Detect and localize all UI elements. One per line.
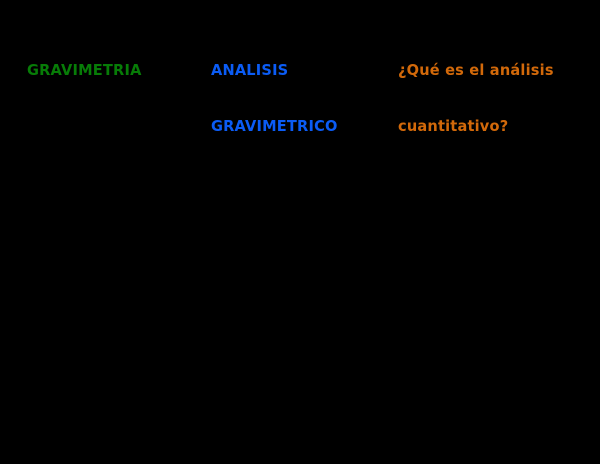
- heading-pregunta-line-2: cuantitativo?: [398, 117, 509, 135]
- heading-analisis-gravimetrico: ANALISIS GRAVIMETRICO: [211, 28, 385, 168]
- heading-gravimetria: GRAVIMETRIA: [27, 28, 187, 112]
- heading-analisis-gravimetrico-line-1: ANALISIS: [211, 61, 289, 79]
- heading-pregunta-line-1: ¿Qué es el análisis: [398, 61, 554, 79]
- heading-analisis-gravimetrico-line-2: GRAVIMETRICO: [211, 117, 338, 135]
- heading-pregunta-analisis-cuantitativo: ¿Qué es el análisis cuantitativo?: [398, 28, 581, 168]
- heading-gravimetria-line-1: GRAVIMETRIA: [27, 61, 142, 79]
